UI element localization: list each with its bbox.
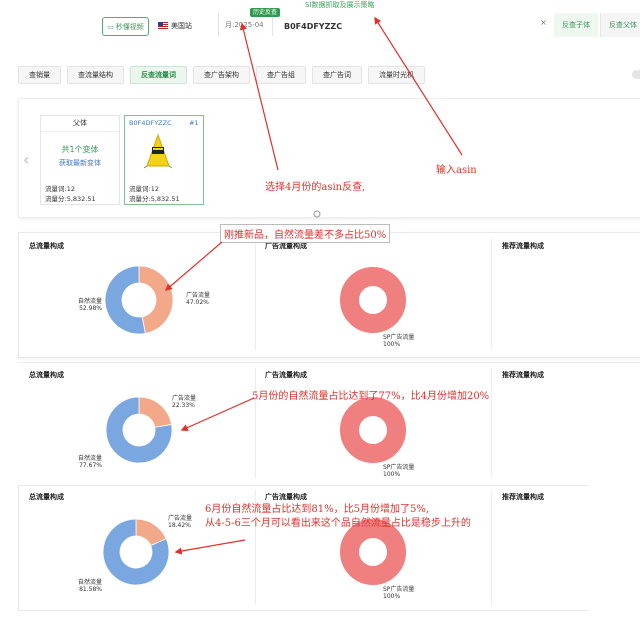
- parent-traffic-words: 流量词:12: [45, 185, 75, 193]
- column-divider: [491, 368, 492, 478]
- reverse-parent-button[interactable]: 反查父体: [600, 13, 640, 37]
- us-flag-icon: [158, 22, 168, 29]
- child-card[interactable]: B0F4DFYZZC #1 流量词:12 流量分:5,832.51: [124, 115, 204, 205]
- toggle-switch[interactable]: [632, 70, 640, 79]
- ad-traffic-title: 广告流量构成: [265, 371, 307, 379]
- total-traffic-title: 总流量构成: [29, 371, 64, 379]
- variant-panel: [18, 98, 640, 218]
- tab-traffic-structure[interactable]: 查流量结构: [67, 66, 124, 84]
- video-button[interactable]: ▭ 秒懂视频: [102, 17, 149, 36]
- natural-traffic-slice[interactable]: [102, 518, 170, 586]
- annotation-select-month: 选择4月份的asin反查,: [265, 182, 366, 193]
- child-traffic-score: 流量分:5,832.51: [129, 195, 180, 203]
- total-traffic-title: 总流量构成: [29, 493, 64, 501]
- column-divider: [255, 238, 256, 350]
- recommend-traffic-title: 推荐流量构成: [502, 242, 544, 250]
- variant-count: 共1个变体: [61, 145, 99, 154]
- sp-traffic-slice[interactable]: [340, 397, 406, 463]
- video-icon: ▭: [107, 22, 114, 31]
- top-bar: SI数据抓取及展示策略 ▭ 秒懂视频 美国站 月:2025-04 历史反查 × …: [0, 0, 640, 60]
- parent-card-title: 父体: [41, 116, 119, 132]
- site-label: 美国站: [171, 21, 192, 30]
- video-button-label: 秒懂视频: [115, 22, 144, 31]
- sp-traffic-slice[interactable]: [340, 267, 406, 333]
- reverse-child-button[interactable]: 反查子体: [554, 13, 598, 37]
- history-badge: 历史反查: [250, 8, 281, 17]
- row-divider: [18, 362, 640, 363]
- child-asin[interactable]: B0F4DFYZZC: [129, 119, 172, 127]
- chevron-left-icon[interactable]: ‹: [23, 150, 30, 169]
- clear-icon[interactable]: ×: [540, 18, 547, 27]
- si-strategy-link[interactable]: SI数据抓取及展示策略: [305, 1, 375, 9]
- tab-ad-keywords[interactable]: 查广告词: [312, 66, 362, 84]
- ad-traffic-slice[interactable]: [138, 265, 174, 334]
- ad-traffic-slice[interactable]: [138, 396, 172, 428]
- natural-traffic-slice[interactable]: [104, 265, 146, 335]
- recommend-traffic-title: 推荐流量构成: [502, 371, 544, 379]
- annotation-june-line2: 从4-5-6三个月可以看出来这个品自然流量占比是稳步上升的: [205, 518, 471, 529]
- ad-traffic-title: 广告流量构成: [265, 242, 307, 250]
- child-traffic-words: 流量词:12: [129, 185, 159, 193]
- annotation-input-asin: 输入asin: [436, 165, 477, 176]
- annotation-may: 5月份的自然流量占比达到了77%，比4月份增加20%: [252, 391, 490, 402]
- tab-reverse-keywords[interactable]: 反查流量词: [130, 66, 187, 84]
- annotation-april: 刚推新品，自然流量差不多占比50%: [220, 224, 391, 243]
- parent-card[interactable]: 父体 共1个变体 获取最新变体 流量词:12 流量分:5,832.51: [40, 115, 120, 205]
- column-divider: [491, 238, 492, 350]
- sp-traffic-slice[interactable]: [340, 519, 406, 585]
- chart-row-june: [18, 485, 589, 611]
- site-select[interactable]: 美国站: [158, 17, 213, 34]
- column-divider: [255, 368, 256, 478]
- product-image: [143, 133, 173, 169]
- natural-traffic-slice[interactable]: [105, 396, 173, 464]
- recommend-traffic-title: 推荐流量构成: [502, 493, 544, 501]
- child-index: #1: [189, 119, 199, 127]
- fetch-variants-link[interactable]: 获取最新变体: [59, 159, 101, 167]
- parent-traffic-score: 流量分:5,832.51: [45, 195, 96, 203]
- column-divider: [255, 490, 256, 605]
- ad-traffic-title: 广告流量构成: [265, 493, 307, 501]
- tab-sales[interactable]: 查销量: [18, 66, 61, 84]
- annotation-june-line1: 6月份自然流量占比达到81%，比5月份增加了5%,: [205, 504, 429, 515]
- total-traffic-title: 总流量构成: [29, 242, 64, 250]
- column-divider: [491, 490, 492, 605]
